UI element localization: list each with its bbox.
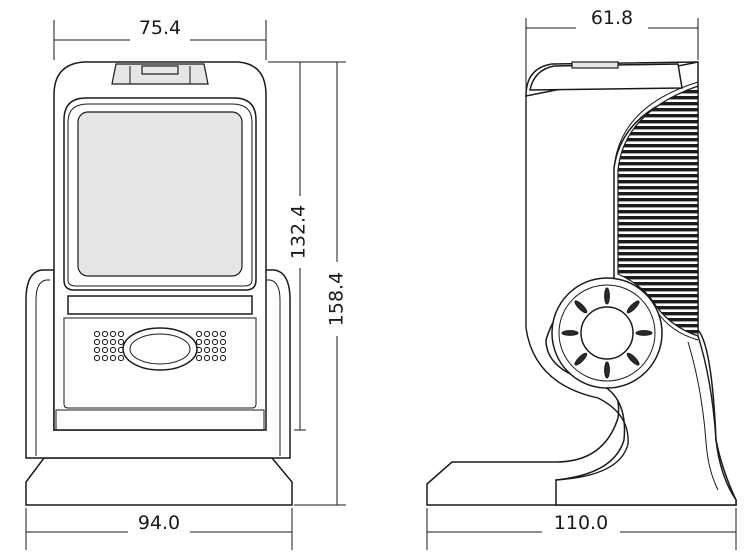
front-speaker-left — [93, 330, 125, 362]
dim-front-window-height-label: 132.4 — [288, 205, 310, 259]
dial-grip-mark — [574, 300, 588, 314]
speaker-hole — [93, 330, 101, 338]
speaker-hole — [101, 338, 109, 346]
speaker-hole — [109, 338, 117, 346]
dial-grip-mark — [626, 352, 640, 366]
speaker-hole — [195, 338, 203, 346]
speaker-hole — [101, 346, 109, 354]
dim-front-total-height: 158.4 — [294, 61, 348, 506]
speaker-hole — [211, 330, 219, 338]
dim-side-base-depth-label: 110.0 — [554, 512, 608, 534]
speaker-hole — [211, 338, 219, 346]
speaker-hole — [203, 354, 211, 362]
dim-front-top-width: 75.4 — [53, 17, 267, 60]
front-view: 75.4 94.0 132.4 158.4 — [25, 17, 348, 550]
dim-front-total-height-label: 158.4 — [326, 272, 348, 326]
front-center-button — [122, 327, 198, 371]
speaker-hole — [109, 346, 117, 354]
speaker-hole — [93, 338, 101, 346]
speaker-hole — [93, 346, 101, 354]
dial-grip-mark — [574, 352, 588, 366]
speaker-hole — [219, 338, 227, 346]
front-speaker-right — [195, 330, 227, 362]
speaker-hole — [109, 330, 117, 338]
speaker-hole — [117, 330, 125, 338]
front-label-strip — [67, 295, 253, 315]
front-scan-window — [77, 111, 243, 277]
speaker-hole — [219, 354, 227, 362]
side-pivot-dial — [551, 277, 663, 389]
dial-grip-mark — [635, 330, 653, 336]
dim-side-top-depth: 61.8 — [525, 7, 699, 94]
dim-front-base-width: 94.0 — [25, 508, 293, 550]
speaker-hole — [211, 346, 219, 354]
dim-front-window-height: 132.4 — [268, 61, 310, 431]
side-view: 61.8 110.0 — [426, 7, 737, 550]
speaker-hole — [117, 354, 125, 362]
speaker-hole — [203, 330, 211, 338]
dim-side-top-depth-label: 61.8 — [591, 7, 633, 29]
speaker-hole — [203, 346, 211, 354]
speaker-hole — [219, 330, 227, 338]
speaker-hole — [117, 338, 125, 346]
dial-grip-mark — [604, 287, 610, 305]
speaker-hole — [101, 330, 109, 338]
side-ribbed-window — [617, 85, 699, 337]
speaker-hole — [195, 330, 203, 338]
speaker-hole — [211, 354, 219, 362]
front-base — [25, 457, 293, 506]
dial-grip-mark — [604, 361, 610, 379]
speaker-hole — [93, 354, 101, 362]
speaker-hole — [195, 354, 203, 362]
speaker-hole — [203, 338, 211, 346]
dial-grip-mark — [626, 300, 640, 314]
speaker-hole — [101, 354, 109, 362]
dim-side-base-depth: 110.0 — [426, 508, 737, 550]
speaker-hole — [109, 354, 117, 362]
dim-front-base-width-label: 94.0 — [138, 512, 180, 534]
speaker-hole — [219, 346, 227, 354]
dim-front-top-width-label: 75.4 — [139, 17, 181, 39]
dial-grip-mark — [561, 330, 579, 336]
